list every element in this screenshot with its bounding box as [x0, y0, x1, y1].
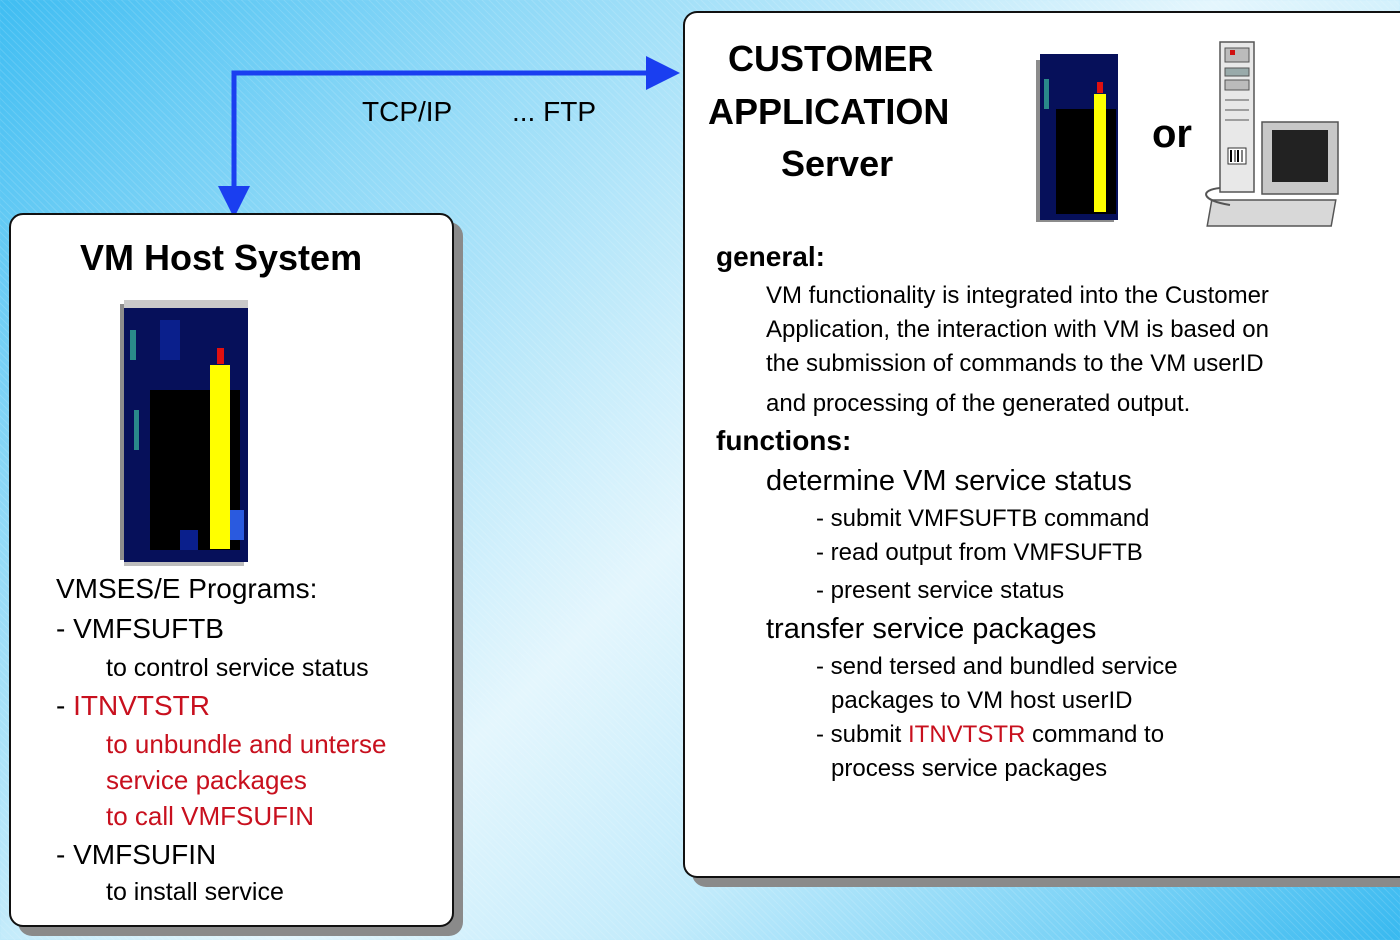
program-vmfsufin: - VMFSUFIN [56, 839, 217, 870]
general-line-3: the submission of commands to the VM use… [766, 350, 1264, 377]
function-transfer-line-2: packages to VM host userID [831, 687, 1133, 714]
program-vmfsuftb-desc: to control service status [106, 654, 369, 682]
function-transfer-line-3-suffix: command to [1025, 721, 1165, 748]
customer-title-line-3: Server [781, 143, 894, 184]
program-itnvtstr-name: ITNVTSTR [73, 690, 210, 721]
function-service-status-line-1: - submit VMFSUFTB command [816, 505, 1150, 532]
program-itnvtstr-desc-1: to unbundle and unterse [106, 729, 387, 759]
function-service-status-title: determine VM service status [766, 465, 1132, 497]
function-transfer-line-3-command: ITNVTSTR [908, 721, 1026, 748]
function-service-status-line-2: - read output from VMFSUFTB [816, 539, 1143, 566]
program-itnvtstr-prefix: - [56, 690, 74, 721]
workstation-pc-icon [1205, 41, 1339, 227]
general-line-1: VM functionality is integrated into the … [766, 282, 1269, 309]
vmses-programs-heading: VMSES/E Programs: [56, 573, 318, 604]
program-vmfsuftb: - VMFSUFTB [56, 613, 224, 644]
program-itnvtstr-desc-3: to call VMFSUFIN [106, 801, 315, 831]
customer-title-line-1: CUSTOMER [728, 38, 934, 79]
ftp-label: ... FTP [512, 96, 596, 127]
function-transfer-line-1: - send tersed and bundled service [816, 653, 1178, 680]
function-transfer-line-3: - submit ITNVTSTR command to [816, 721, 1164, 749]
general-line-4: and processing of the generated output. [766, 390, 1191, 417]
tcpip-label: TCP/IP [362, 96, 453, 127]
functions-heading: functions: [716, 425, 852, 456]
vm-host-title: VM Host System [80, 237, 363, 278]
program-vmfsufin-desc: to install service [106, 878, 284, 906]
function-transfer-line-4: process service packages [831, 755, 1108, 782]
mainframe-small-icon [1036, 54, 1118, 222]
function-transfer-title: transfer service packages [766, 613, 1097, 645]
general-line-2: Application, the interaction with VM is … [766, 316, 1269, 343]
or-label: or [1152, 112, 1192, 156]
customer-title-line-2: APPLICATION [708, 91, 950, 132]
function-transfer-line-3-prefix: - submit [816, 721, 909, 748]
mainframe-server-icon [120, 300, 248, 566]
function-service-status-line-3: - present service status [816, 577, 1065, 604]
program-itnvtstr-desc-2: service packages [106, 765, 307, 795]
general-heading: general: [716, 241, 825, 272]
program-itnvtstr: - ITNVTSTR [56, 690, 210, 722]
